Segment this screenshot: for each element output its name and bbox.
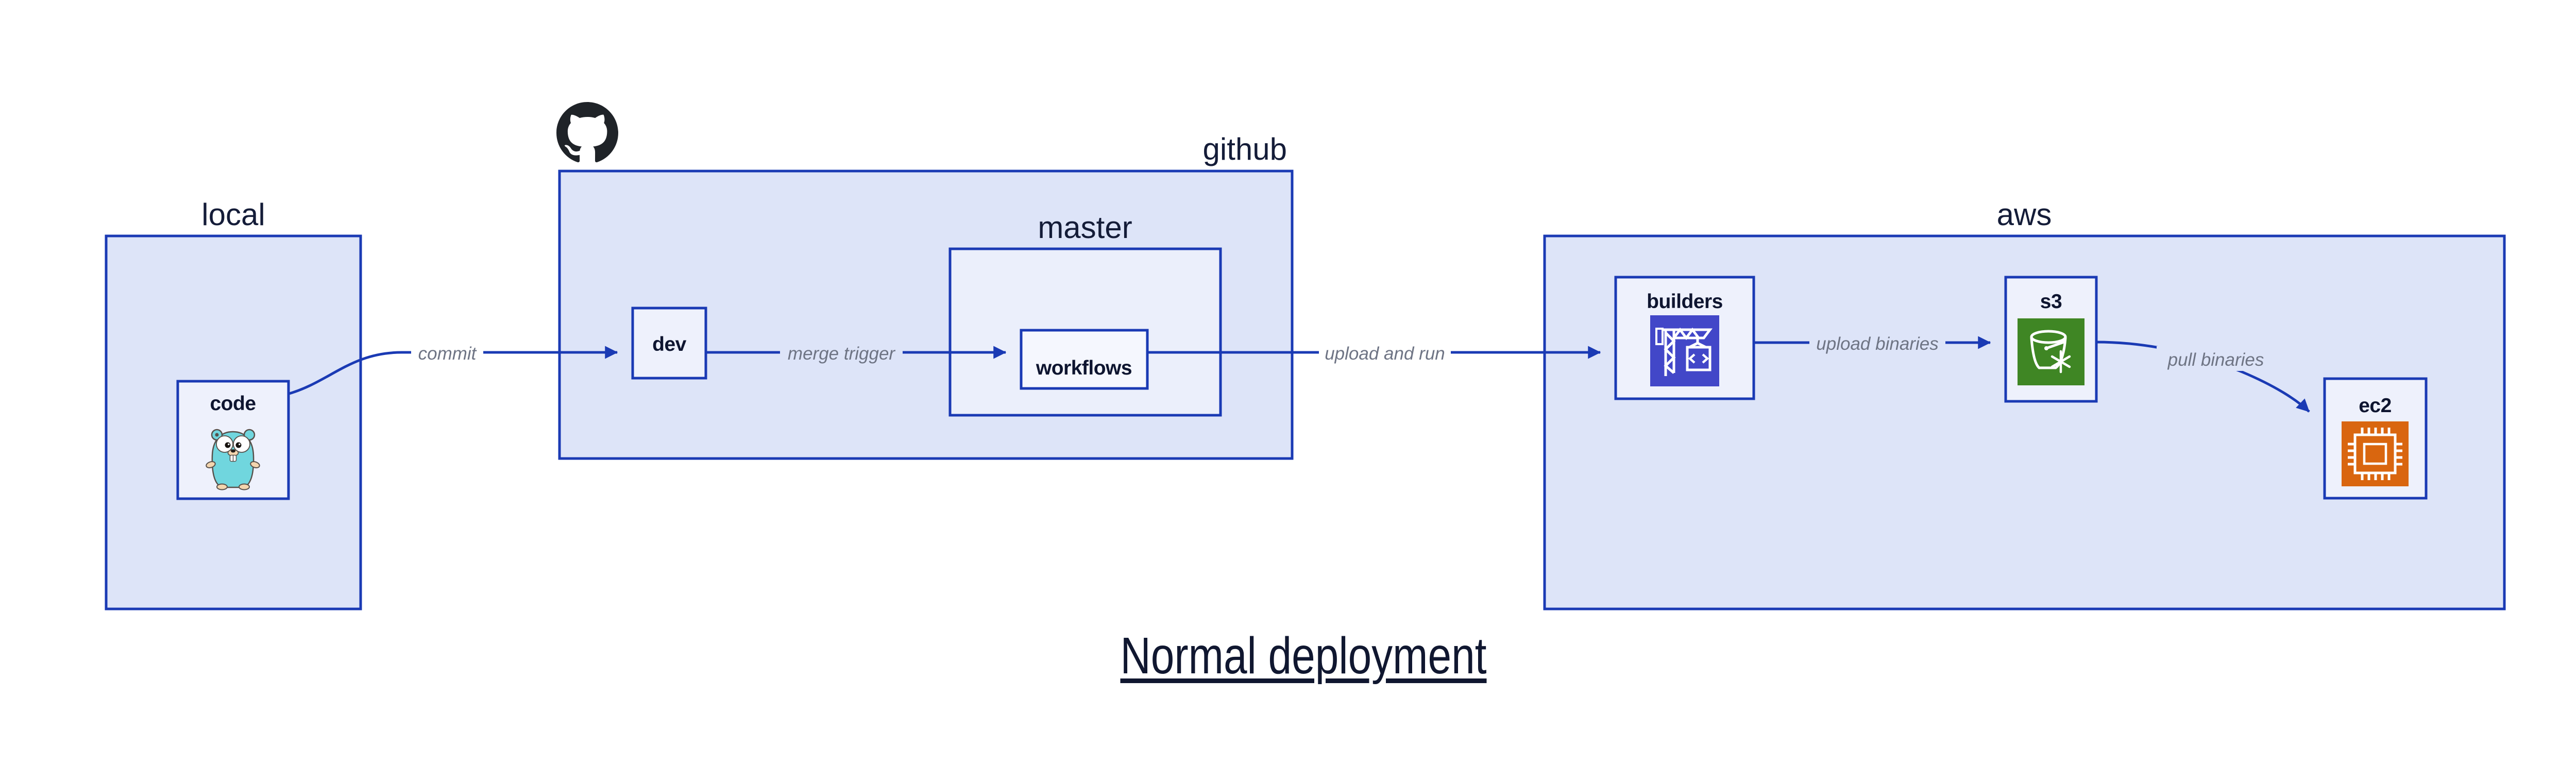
edge-upload-and-run-label-bg <box>1319 340 1451 364</box>
edge-upload-and-run-label: upload and run <box>1325 344 1445 364</box>
aws-ec2-chip-icon <box>2342 421 2409 486</box>
edge-merge-trigger-label-bg <box>780 340 903 364</box>
edge-merge-trigger-label: merge trigger <box>788 344 895 364</box>
go-gopher-icon <box>206 429 260 490</box>
diagram-title: Normal deployment <box>1120 627 1487 685</box>
edge-commit-label-bg <box>411 340 483 364</box>
node-s3-label: s3 <box>2040 291 2062 313</box>
aws-s3-bucket-icon <box>2018 318 2084 385</box>
edge-upload-binaries-label-bg <box>1809 330 1945 354</box>
node-code-label: code <box>210 393 256 415</box>
container-local-label: local <box>201 197 265 232</box>
node-ec2-label: ec2 <box>2359 395 2392 417</box>
aws-codebuild-crane-icon <box>1650 315 1719 386</box>
node-dev-label: dev <box>652 333 687 355</box>
container-github-label: github <box>1203 132 1287 166</box>
node-workflows <box>1020 329 1149 390</box>
edge-commit-line <box>287 346 618 396</box>
container-master-label: master <box>1038 210 1132 245</box>
node-dev <box>631 307 707 380</box>
edge-pull-binaries-label-bg <box>2157 346 2275 371</box>
container-aws-label: aws <box>1997 197 2052 232</box>
edge-upload-binaries-label: upload binaries <box>1816 334 1938 354</box>
node-builders-label: builders <box>1647 291 1723 313</box>
github-octocat-icon <box>556 102 618 163</box>
node-workflows-label: workflows <box>1036 357 1132 379</box>
edge-commit-label: commit <box>418 344 477 364</box>
edge-pull-binaries-label: pull binaries <box>2167 350 2264 370</box>
